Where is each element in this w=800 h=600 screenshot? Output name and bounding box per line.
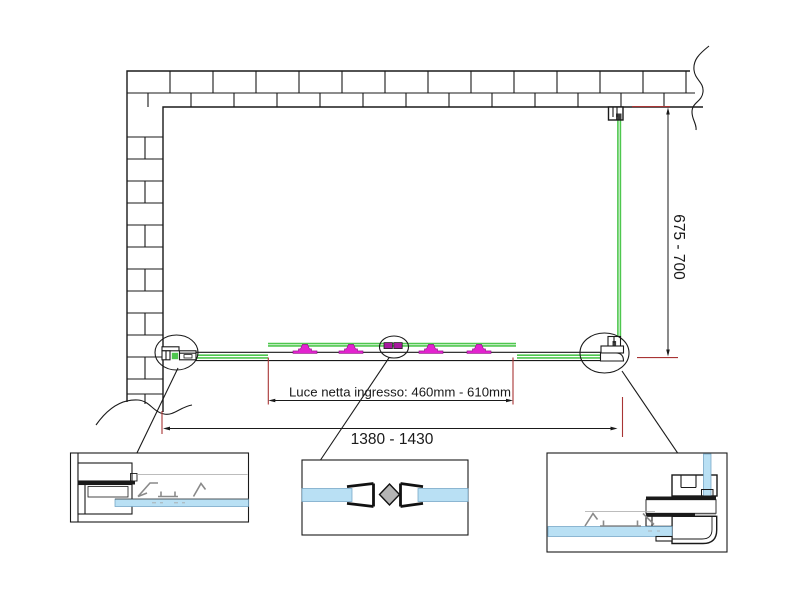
magnet-diamond	[378, 482, 401, 507]
side-panel-vertical	[617, 115, 622, 340]
roller-4	[466, 344, 492, 354]
corner-bracket-right	[599, 335, 625, 362]
wall-break-symbol-left	[95, 399, 193, 426]
detail-box-magnet-profile	[301, 459, 469, 536]
wall-break-symbol-right	[691, 45, 710, 131]
glass-panels	[197, 115, 622, 359]
detail-box-wall-profile	[69, 452, 250, 523]
roller-3	[418, 344, 444, 354]
wall-bracket-left	[161, 346, 197, 361]
leader-right	[621, 370, 678, 454]
opening-dimension-label: Luce netta ingresso: 460mm - 610mm	[289, 385, 511, 400]
brick-joints-left-wall	[127, 136, 163, 395]
glass-section-left	[301, 488, 353, 502]
leader-center	[320, 357, 390, 461]
wall-bracket-top	[607, 106, 624, 121]
height-dimension-label: 675 - 700	[670, 214, 687, 280]
callout-center	[378, 335, 410, 359]
fixed-panel-right	[517, 354, 600, 359]
detail-box-corner-profile	[546, 452, 728, 553]
callout-right	[579, 332, 630, 374]
dimension-opening: Luce netta ingresso: 460mm - 610mm	[267, 357, 514, 405]
gasket-seals-right	[584, 512, 655, 527]
leader-left	[134, 367, 179, 458]
dimension-height: 675 - 700	[632, 106, 687, 359]
glass-section-horizontal-right	[547, 526, 673, 537]
magnet-profile-jaws	[346, 482, 424, 508]
glass-section-horizontal	[114, 498, 249, 507]
roller-1	[292, 344, 318, 354]
roller-2	[338, 344, 364, 354]
magnet-closure	[383, 342, 403, 350]
door-rollers	[292, 344, 492, 354]
callouts	[134, 332, 678, 461]
fixed-panel-left	[197, 354, 268, 359]
gasket-seals-left	[137, 482, 207, 498]
glass-section-right	[417, 488, 469, 502]
brick-joints-top-row	[169, 71, 687, 93]
dimension-width: 1380 - 1430	[161, 397, 624, 448]
brick-wall	[95, 45, 710, 426]
width-dimension-label: 1380 - 1430	[351, 431, 434, 448]
